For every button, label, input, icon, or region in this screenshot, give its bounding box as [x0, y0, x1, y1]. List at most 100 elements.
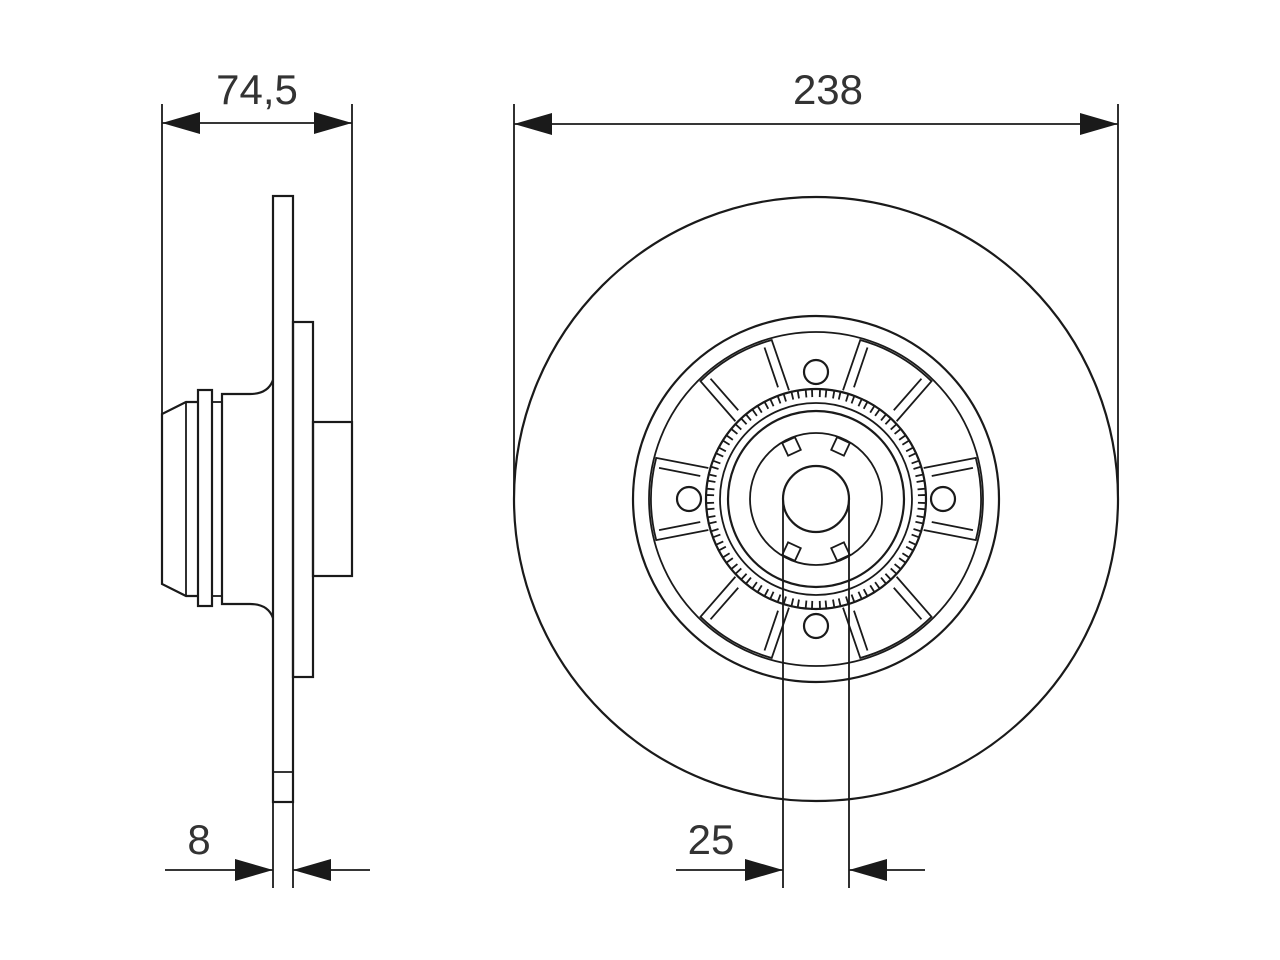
abs-tooth — [894, 557, 907, 571]
front-view-disc-outer — [512, 195, 1120, 803]
abs-tooth — [756, 584, 770, 598]
hub-width-dimension: 74,5 — [161, 66, 353, 422]
cap-lug-4 — [780, 541, 802, 563]
abs-tooth — [756, 400, 770, 414]
front-view-bearing-inner — [749, 432, 883, 566]
side-view-disc-plate — [271, 194, 295, 804]
spoke-1 — [842, 338, 933, 422]
spoke-3 — [842, 576, 933, 660]
center-bore-dimension: 25 — [676, 499, 925, 888]
cap-lug-2 — [830, 435, 852, 457]
cap-lug-3 — [830, 541, 852, 563]
abs-tooth — [894, 427, 907, 441]
spoke-edge — [763, 610, 779, 651]
abs-tooth — [796, 388, 808, 399]
hub-width-label: 74,5 — [216, 66, 298, 113]
front-view-hat-inner — [648, 331, 984, 667]
bolt-hole-2 — [929, 485, 957, 513]
abs-tooth — [707, 465, 719, 478]
disc-diameter-dimension: 238 — [513, 66, 1119, 499]
spoke-edge — [658, 521, 701, 532]
spoke-edge — [853, 347, 869, 388]
bolt-hole-3 — [802, 612, 830, 640]
abs-tooth — [850, 591, 863, 604]
side-view — [160, 194, 354, 804]
front-view-abs-teeth — [705, 388, 927, 610]
abs-tooth — [734, 417, 748, 431]
side-view-stub — [311, 420, 354, 578]
front-view-cap-lugs — [780, 435, 852, 563]
abs-tooth — [782, 390, 795, 402]
spoke-edge — [893, 587, 923, 620]
bolt-hole-4 — [675, 485, 703, 513]
abs-tooth — [734, 567, 748, 581]
abs-tooth — [705, 507, 716, 519]
abs-tooth — [908, 533, 921, 546]
front-view-abs-ring-inner — [719, 402, 913, 596]
abs-tooth — [811, 388, 821, 398]
front-view — [512, 195, 1120, 803]
abs-tooth — [874, 408, 888, 421]
spoke-2 — [923, 456, 982, 542]
abs-tooth — [913, 465, 925, 478]
abs-tooth — [901, 545, 915, 559]
side-view-seal-ring — [196, 388, 214, 608]
abs-tooth — [705, 479, 716, 491]
spoke-edge — [709, 378, 739, 411]
abs-tooth — [782, 596, 795, 608]
abs-tooth — [811, 600, 821, 610]
spoke-edge — [763, 347, 779, 388]
front-view-abs-ring-outer — [704, 387, 928, 611]
abs-tooth — [901, 439, 915, 453]
disc-thickness-dimension: 8 — [165, 802, 370, 888]
spoke-edge — [931, 521, 974, 532]
abs-tooth — [837, 390, 850, 402]
abs-tooth — [862, 400, 876, 414]
spoke-6 — [699, 338, 790, 422]
abs-tooth — [837, 596, 850, 608]
front-view-bearing-outer — [726, 409, 906, 589]
front-view-bolt-holes — [675, 358, 957, 640]
cap-lug-1 — [780, 435, 802, 457]
abs-tooth — [717, 439, 731, 453]
front-view-hat-outer — [631, 314, 1001, 684]
abs-tooth — [916, 507, 927, 519]
abs-tooth — [908, 452, 921, 465]
abs-tooth — [717, 545, 731, 559]
bolt-hole-1 — [802, 358, 830, 386]
abs-tooth — [917, 494, 927, 504]
abs-tooth — [850, 394, 863, 407]
abs-tooth — [769, 394, 782, 407]
spoke-edge — [893, 378, 923, 411]
side-view-hub-flange — [291, 320, 315, 679]
disc-thickness-label: 8 — [187, 816, 210, 863]
abs-tooth — [705, 494, 715, 504]
front-view-spokes — [650, 338, 982, 660]
spoke-edge — [709, 587, 739, 620]
center-bore-label: 25 — [688, 816, 735, 863]
abs-tooth — [744, 577, 758, 590]
front-view-center-bore — [781, 464, 851, 534]
abs-tooth — [913, 520, 925, 533]
side-view-hub-body — [220, 379, 275, 619]
abs-tooth — [824, 599, 836, 610]
abs-tooth — [884, 417, 898, 431]
abs-tooth — [884, 567, 898, 581]
abs-tooth — [796, 599, 808, 610]
abs-tooth — [916, 479, 927, 491]
spoke-4 — [699, 576, 790, 660]
abs-tooth — [707, 520, 719, 533]
spoke-edge — [658, 466, 701, 477]
abs-tooth — [725, 427, 738, 441]
side-view-bearing-cap — [160, 400, 198, 598]
disc-diameter-label: 238 — [793, 66, 863, 113]
abs-tooth — [725, 557, 738, 571]
spoke-edge — [931, 466, 974, 477]
abs-tooth — [874, 577, 888, 590]
abs-tooth — [711, 533, 724, 546]
abs-tooth — [769, 591, 782, 604]
abs-tooth — [862, 584, 876, 598]
spoke-5 — [650, 456, 709, 542]
abs-tooth — [824, 388, 836, 399]
